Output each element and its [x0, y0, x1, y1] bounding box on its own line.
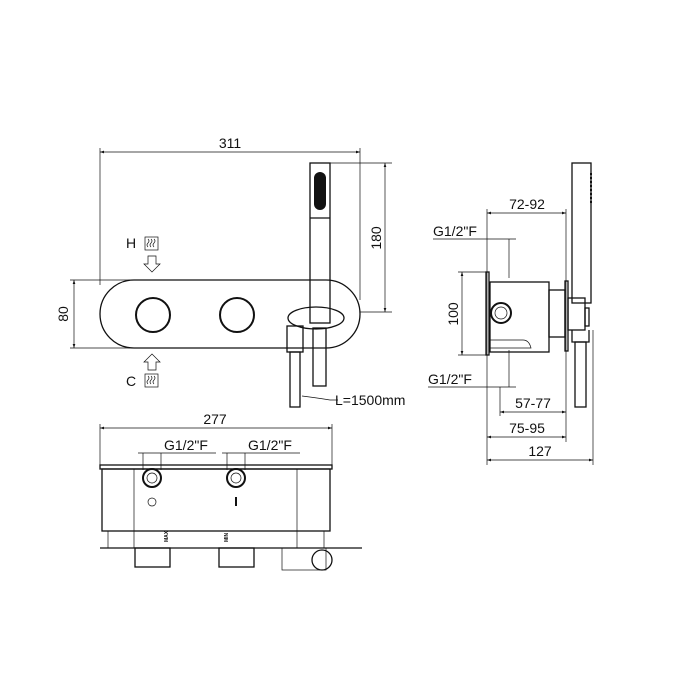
wall-plate-side	[485, 271, 490, 356]
thread-label-top: G1/2"F	[433, 223, 477, 239]
side-view: 72-92 G1/2"F G1/2"F 100 57-77 75-95 127	[428, 162, 594, 465]
dim-75-95: 75-95	[509, 420, 545, 436]
arrow-down-icon	[143, 255, 161, 273]
valve-body-side	[489, 281, 550, 353]
valve-body	[101, 468, 331, 532]
dim-80: 80	[55, 306, 71, 322]
max-label: MAX	[164, 530, 170, 542]
hand-shower	[286, 162, 345, 408]
hose-length-label: L=1500mm	[335, 392, 405, 408]
dim-180: 180	[368, 226, 384, 250]
dim-311: 311	[219, 135, 242, 151]
cold-inlet	[226, 468, 246, 488]
hot-knob	[135, 297, 171, 333]
thread-label-bottom: G1/2"F	[428, 371, 472, 387]
hand-shower-side	[571, 162, 592, 304]
dim-100: 100	[445, 302, 461, 326]
front-view: 311 80 180 L=1500mm H C	[55, 135, 405, 408]
wall-plate	[99, 279, 361, 349]
hot-water-icon	[144, 236, 159, 251]
dim-57-77: 57-77	[515, 395, 551, 411]
dim-127: 127	[528, 443, 552, 459]
dim-72-92: 72-92	[509, 196, 545, 212]
cold-knob	[219, 297, 255, 333]
hot-inlet	[142, 468, 162, 488]
hot-label: H	[126, 235, 136, 251]
top-view: 277 G1/2"F G1/2"F MAX MIN	[99, 411, 362, 571]
cold-water-icon	[144, 373, 159, 388]
min-label: MIN	[224, 532, 230, 542]
dim-277: 277	[203, 411, 227, 427]
thread-label-right: G1/2"F	[248, 437, 292, 453]
arrow-up-icon	[143, 353, 161, 371]
cold-label: C	[126, 373, 136, 389]
thread-label-left: G1/2"F	[164, 437, 208, 453]
